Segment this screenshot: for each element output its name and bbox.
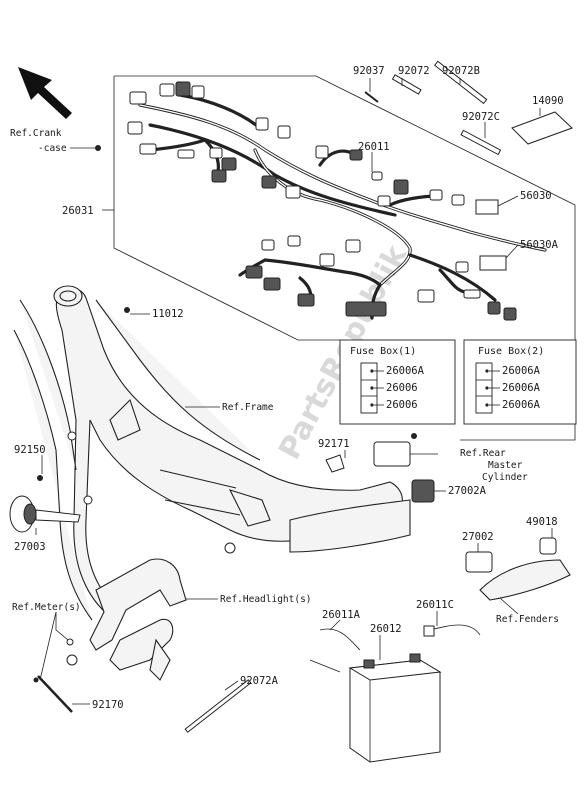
part-26011A-label: 26011A <box>322 609 361 621</box>
fuse-box-1-item-2: 26006 <box>386 382 418 394</box>
fuse-box-2-title: Fuse Box(2) <box>478 346 544 357</box>
relay-unit <box>325 433 417 473</box>
part-14090-label: 14090 <box>532 95 564 107</box>
motorcycle-frame <box>13 285 411 621</box>
part-92037-label: 92037 <box>353 65 385 77</box>
fuse-box-1-title: Fuse Box(1) <box>350 346 416 357</box>
part-92072C-label: 92072C <box>462 111 500 123</box>
battery-cables <box>309 624 481 673</box>
ref-rear-master-cylinder-label-3: Cylinder <box>482 472 528 483</box>
ref-headlight-label: Ref.Headlight(s) <box>220 594 312 605</box>
fuse-box-2-item-3: 26006A <box>502 399 541 411</box>
part-49018-label: 49018 <box>526 516 558 528</box>
relays <box>411 479 571 601</box>
part-56030-label: 56030 <box>520 190 552 202</box>
part-92170-label: 92170 <box>92 699 124 711</box>
part-92150-label: 92150 <box>14 444 46 456</box>
leader-lines <box>35 78 553 705</box>
part-26031-label: 26031 <box>62 205 94 217</box>
part-27003-label: 27003 <box>14 541 46 553</box>
ref-rear-master-cylinder-label-1: Ref.Rear <box>460 448 506 459</box>
ref-crankcase-label-2: -case <box>38 143 67 154</box>
part-labels: Ref.Crank -case 26031 92037 92072 92072B… <box>10 65 564 711</box>
ref-fenders-label: Ref.Fenders <box>496 614 559 625</box>
part-26011-label: 26011 <box>358 141 390 153</box>
ref-rear-master-cylinder-label-2: Master <box>488 460 523 471</box>
fuse-box-2-item-2: 26006A <box>502 382 541 394</box>
harness-connectors <box>127 81 517 321</box>
battery <box>348 653 442 763</box>
headlight-bracket <box>89 558 187 681</box>
front-arrow-icon <box>18 67 72 119</box>
fuse-box-1-item-3: 26006 <box>386 399 418 411</box>
part-92072-label: 92072 <box>398 65 430 77</box>
part-11012-label: 11012 <box>152 308 184 320</box>
fuse-box-2: Fuse Box(2) 26006A 26006A 26006A <box>463 339 577 425</box>
fuse-box-1-item-1: 26006A <box>386 365 425 377</box>
ref-crankcase-label-1: Ref.Crank <box>10 128 62 139</box>
part-92171-label: 92171 <box>318 438 350 450</box>
ref-meter-label: Ref.Meter(s) <box>12 602 81 613</box>
tie-straps-lower <box>33 638 252 733</box>
part-92072A-label: 92072A <box>240 675 279 687</box>
harness-outline <box>102 75 576 441</box>
part-26011C-label: 26011C <box>416 599 454 611</box>
part-27002A-label: 27002A <box>448 485 487 497</box>
part-27002-label: 27002 <box>462 531 494 543</box>
part-92072B-label: 92072B <box>442 65 480 77</box>
fuse-box-1: Fuse Box(1) 26006A 26006 26006 <box>339 339 456 425</box>
clamps-and-ties <box>95 60 573 313</box>
part-56030A-label: 56030A <box>520 239 559 251</box>
fuse-box-2-item-1: 26006A <box>502 365 541 377</box>
ref-frame-label: Ref.Frame <box>222 402 274 413</box>
horn <box>9 475 81 533</box>
part-26012-label: 26012 <box>370 623 402 635</box>
